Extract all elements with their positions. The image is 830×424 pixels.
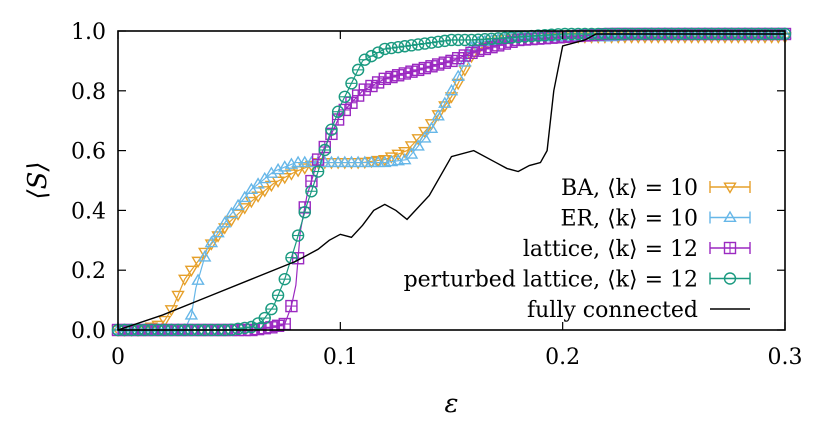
- data-point: [384, 152, 399, 164]
- data-point: [411, 139, 425, 151]
- data-point: [264, 166, 279, 178]
- y-tick-label: 0.6: [71, 140, 106, 165]
- legend-marker: [723, 182, 737, 194]
- x-axis-label: ε: [445, 389, 459, 419]
- legend-marker: [723, 210, 737, 223]
- y-tick-label: 0.8: [71, 80, 106, 105]
- legend-label: ER, ⟨k⟩ = 10: [560, 207, 698, 232]
- data-point: [177, 274, 192, 287]
- data-point: [264, 180, 279, 193]
- data-point: [291, 155, 305, 168]
- data-point: [398, 152, 412, 165]
- legend-label: perturbed lattice, ⟨k⟩ = 12: [404, 268, 698, 293]
- data-point: [184, 265, 199, 278]
- data-point: [251, 191, 265, 203]
- series-line: [117, 33, 785, 331]
- data-point: [338, 155, 352, 168]
- data-point: [278, 172, 292, 185]
- data-point: [184, 308, 199, 320]
- data-point: [431, 109, 445, 121]
- data-point: [331, 155, 345, 168]
- x-tick-label: 0: [111, 345, 125, 370]
- data-point: [351, 155, 365, 168]
- data-point: [271, 176, 285, 188]
- data-point: [244, 196, 259, 209]
- x-tick-label: 0.3: [768, 345, 803, 370]
- data-point: [444, 83, 459, 96]
- tick-layer: 0 0.1 0.2 0.3 0.0 0.2 0.4 0.6 0.8 1.0: [71, 20, 803, 370]
- y-tick-label: 1.0: [71, 20, 106, 45]
- data-point: [444, 92, 459, 104]
- y-tick-label: 0.2: [71, 259, 106, 284]
- data-point: [398, 146, 412, 159]
- y-tick-label: 0.4: [71, 199, 106, 224]
- data-point: [231, 198, 245, 211]
- data-point: [604, 29, 619, 42]
- data-point: [171, 290, 185, 303]
- data-point: [284, 169, 299, 181]
- data-point: [298, 155, 312, 168]
- data-point: [418, 131, 432, 143]
- data-point: [438, 96, 452, 108]
- data-point: [244, 182, 259, 195]
- data-point: [224, 215, 239, 228]
- y-axis-label: ⟨S⟩: [23, 161, 53, 199]
- data-point: [451, 78, 465, 91]
- legend-label: BA, ⟨k⟩ = 10: [561, 176, 698, 201]
- data-point: [598, 30, 612, 42]
- data-point: [224, 206, 239, 219]
- legend-label: lattice, ⟨k⟩ = 12: [523, 237, 698, 262]
- data-point: [238, 190, 252, 203]
- legend-label: fully connected: [527, 298, 698, 323]
- data-point: [238, 203, 252, 215]
- data-point: [258, 186, 272, 198]
- data-point: [217, 216, 232, 228]
- data-point: [204, 239, 219, 251]
- data-point: [424, 121, 439, 134]
- x-tick-label: 0.2: [545, 345, 580, 370]
- data-point: [197, 250, 212, 262]
- x-tick-label: 0.1: [323, 345, 358, 370]
- plot-frame: [117, 30, 786, 331]
- data-point: [391, 149, 405, 162]
- data-point: [197, 247, 212, 260]
- legend: BA, ⟨k⟩ = 10 ER, ⟨k⟩ = 10 lattice, ⟨k⟩ = 1…: [404, 176, 751, 323]
- data-point: [371, 155, 385, 168]
- data-point: [358, 155, 372, 168]
- data-point: [324, 155, 339, 168]
- data-point: [404, 147, 419, 159]
- data-point: [451, 69, 465, 81]
- y-tick-label: 0.0: [71, 319, 106, 344]
- data-point: [251, 177, 265, 189]
- data-point: [344, 155, 359, 168]
- data-point: [191, 273, 205, 285]
- data-point: [258, 171, 272, 184]
- data-point: [304, 155, 319, 168]
- data-point: [191, 256, 205, 269]
- data-point: [298, 163, 312, 175]
- series-4: [117, 33, 785, 331]
- data-point: [157, 315, 172, 328]
- data-point: [318, 155, 332, 168]
- data-point: [591, 30, 605, 42]
- data-point: [211, 225, 225, 238]
- data-point: [364, 155, 379, 168]
- data-point: [204, 235, 219, 248]
